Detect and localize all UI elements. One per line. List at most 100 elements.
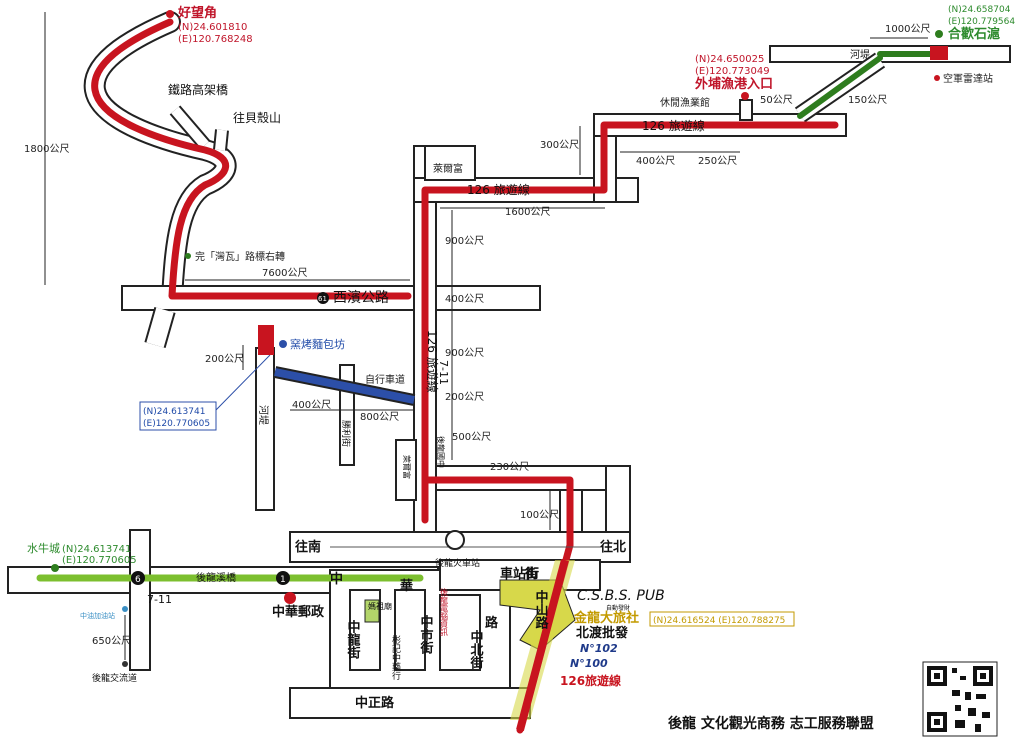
label-xiyuan: 完「灣瓦」路標右轉 [195, 250, 285, 263]
dimension-lines [44, 12, 928, 660]
green-routes [36, 51, 938, 582]
dist-1600: 1600公尺 [505, 206, 550, 218]
hehuan-lon: (E)120.779564 [948, 17, 1015, 27]
dist-650: 650公尺 [92, 635, 131, 647]
bakery-lon: (E)120.770605 [143, 419, 210, 429]
label-chezhan: 車站街 [500, 566, 539, 582]
waipu-lon: (E)120.773049 [695, 66, 770, 77]
blue-route [215, 354, 416, 411]
label-xibin: 西濱公路 [333, 290, 389, 306]
label-hua: 華 [400, 578, 413, 594]
label-mazu: 媽祖廟 [368, 601, 392, 611]
shield-6: 6 [135, 575, 141, 585]
label-jinlong-coord: (N)24.616524 (E)120.788275 [653, 616, 785, 626]
label-shengli: 勝利街 [340, 420, 352, 447]
label-shop: 後龍電腦資訊 [440, 587, 449, 637]
label-leisure: 休閒漁業館 [660, 96, 710, 109]
bakery-marker [279, 340, 287, 348]
airforce-marker [934, 75, 940, 81]
footer-text: 後龍 文化觀光商務 志工服務聯盟 [668, 715, 874, 732]
label-beidu: 北渡批發 [576, 625, 628, 641]
bakery-lat: (N)24.613741 [143, 407, 205, 417]
red-route-south [516, 558, 569, 732]
label-beiling: 往貝殼山 [233, 110, 281, 125]
label-laiermeng2: 萊爾富 [402, 455, 412, 479]
label-r126-right: 126 旅遊線 [642, 118, 705, 133]
dist-100: 100公尺 [520, 509, 559, 521]
dist-7600: 7600公尺 [262, 267, 307, 279]
bakery-coord-box [139, 401, 217, 431]
dist-400a: 400公尺 [636, 155, 675, 167]
label-r126-top: 126 旅遊線 [467, 182, 530, 197]
label-railbridge: 鐵路高架橋 [168, 82, 228, 97]
red-sign-bakery [258, 325, 274, 355]
dist-800: 800公尺 [360, 411, 399, 423]
haowangjiao-marker [166, 10, 174, 18]
label-travel126: 126旅遊線 [560, 673, 621, 688]
label-binji: 彬記中藥行 [390, 634, 401, 681]
label-wangbei: 往北 [600, 539, 626, 555]
label-seven2: 7-11 [147, 593, 172, 606]
label-jinlong: 金龍大旅社 [573, 610, 639, 626]
label-n100: N°100 [570, 657, 608, 670]
label-laiermeng: 萊爾富 [433, 162, 463, 175]
dist-1800: 1800公尺 [24, 143, 69, 155]
label-bridge: 後龍溪橋 [196, 571, 236, 584]
bakery-name: 窯烤麵包坊 [290, 337, 345, 351]
dist-200b: 200公尺 [205, 353, 244, 365]
label-jie: 街 [524, 566, 538, 582]
label-zhongshi: 中市街 [418, 614, 435, 655]
label-zhongbei: 中北街 [468, 629, 485, 670]
waipu-name: 外埔漁港入口 [694, 76, 773, 92]
label-lu: 路 [485, 615, 499, 631]
qr-code [922, 661, 998, 737]
shuiniu-lon: (E)120.770605 [62, 555, 137, 566]
shuiniu-marker [51, 564, 59, 572]
dist-230: 230公尺 [490, 461, 529, 473]
label-n102: N°102 [580, 642, 618, 655]
label-school: 後龍國中 [436, 436, 446, 468]
dist-250: 250公尺 [698, 155, 737, 167]
mazu-block [364, 599, 380, 623]
dist-500: 500公尺 [452, 431, 491, 443]
postoffice-marker [284, 592, 296, 604]
xiyuan-marker [185, 253, 191, 259]
dist-50: 50公尺 [760, 94, 793, 106]
dist-300: 300公尺 [540, 139, 579, 151]
shield-icons [131, 292, 329, 585]
label-wangnan: 往南 [295, 539, 321, 555]
haowangjiao-name: 好望角 [177, 5, 217, 21]
label-postoffice: 中華郵政 [272, 604, 325, 620]
label-airforce: 空軍雷達站 [943, 72, 993, 85]
label-csbs-sub: 自動發財 [606, 604, 630, 612]
road-network [7, 11, 1011, 719]
distance-labels: 1800公尺 7600公尺 1000公尺 50公尺 150公尺 300公尺 40… [24, 23, 930, 647]
label-oil: 中油加油站 [80, 611, 115, 620]
dist-150: 150公尺 [848, 94, 887, 106]
dist-900a: 900公尺 [445, 235, 484, 247]
label-r126-vert: 126 旅遊線 [425, 330, 440, 393]
hehuan-name: 合歡石滬 [948, 26, 1000, 42]
haowangjiao-lat: (N)24.601810 [178, 22, 247, 33]
text-labels: 好望角 (N)24.601810 (E)120.768248 (N)24.658… [27, 5, 1015, 732]
hehuan-marker [935, 30, 943, 38]
label-station: 後龍火車站 [435, 557, 480, 569]
label-zhonglong: 中龍街 [345, 619, 362, 660]
dist-200a: 200公尺 [445, 391, 484, 403]
label-zhong1: 中 [330, 571, 343, 587]
oil-marker [122, 606, 128, 612]
jinlong-coord-box [649, 611, 795, 627]
dist-400c: 400公尺 [292, 399, 331, 411]
label-bike: 自行車道 [365, 373, 405, 386]
label-csbs: C.S.B.S. PUB [577, 588, 665, 604]
hehuan-lat: (N)24.658704 [948, 5, 1011, 15]
label-interchange: 後龍交流道 [92, 672, 137, 684]
dist-1000: 1000公尺 [885, 23, 930, 35]
label-zhongzheng: 中正路 [355, 695, 395, 711]
red-sign-hedi [930, 46, 948, 60]
waipu-lat: (N)24.650025 [695, 54, 764, 65]
shield-61: 61 [318, 295, 327, 303]
haowangjiao-lon: (E)120.768248 [178, 34, 253, 45]
dist-400b: 400公尺 [445, 293, 484, 305]
